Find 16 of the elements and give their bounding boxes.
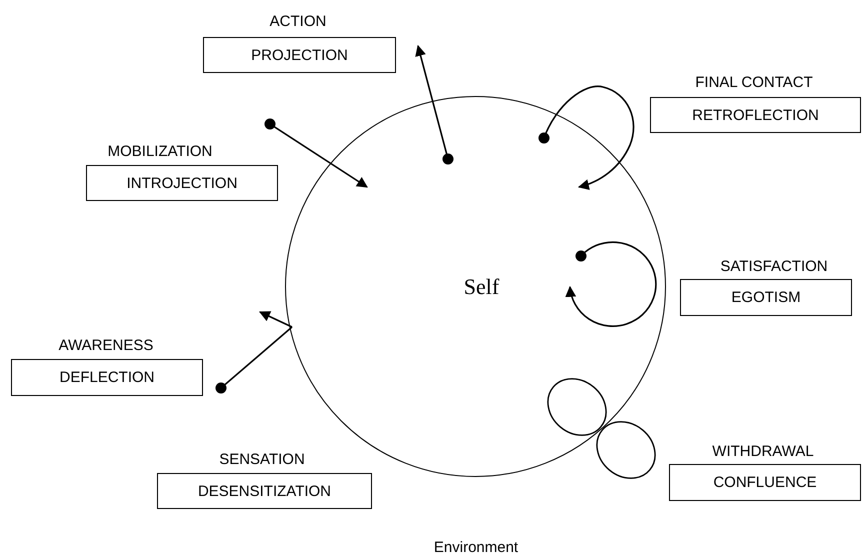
term-box: PROJECTION: [203, 37, 396, 73]
environment-label: Environment: [434, 539, 518, 557]
term-box: INTROJECTION: [86, 165, 278, 201]
stage-heading: WITHDRAWAL: [712, 443, 814, 461]
stage-heading: FINAL CONTACT: [695, 74, 813, 92]
term-box: EGOTISM: [680, 279, 852, 316]
stage-heading: SATISFACTION: [720, 258, 828, 276]
term-box: DEFLECTION: [11, 359, 203, 396]
stage-heading: MOBILIZATION: [108, 143, 212, 161]
stage-heading: ACTION: [270, 13, 326, 31]
term-box: RETROFLECTION: [650, 97, 861, 133]
term-box: DESENSITIZATION: [157, 473, 372, 509]
stage-heading: SENSATION: [219, 451, 305, 469]
term-box: CONFLUENCE: [669, 464, 861, 501]
circle-label: Self: [464, 274, 500, 300]
stage-heading: AWARENESS: [58, 337, 154, 355]
